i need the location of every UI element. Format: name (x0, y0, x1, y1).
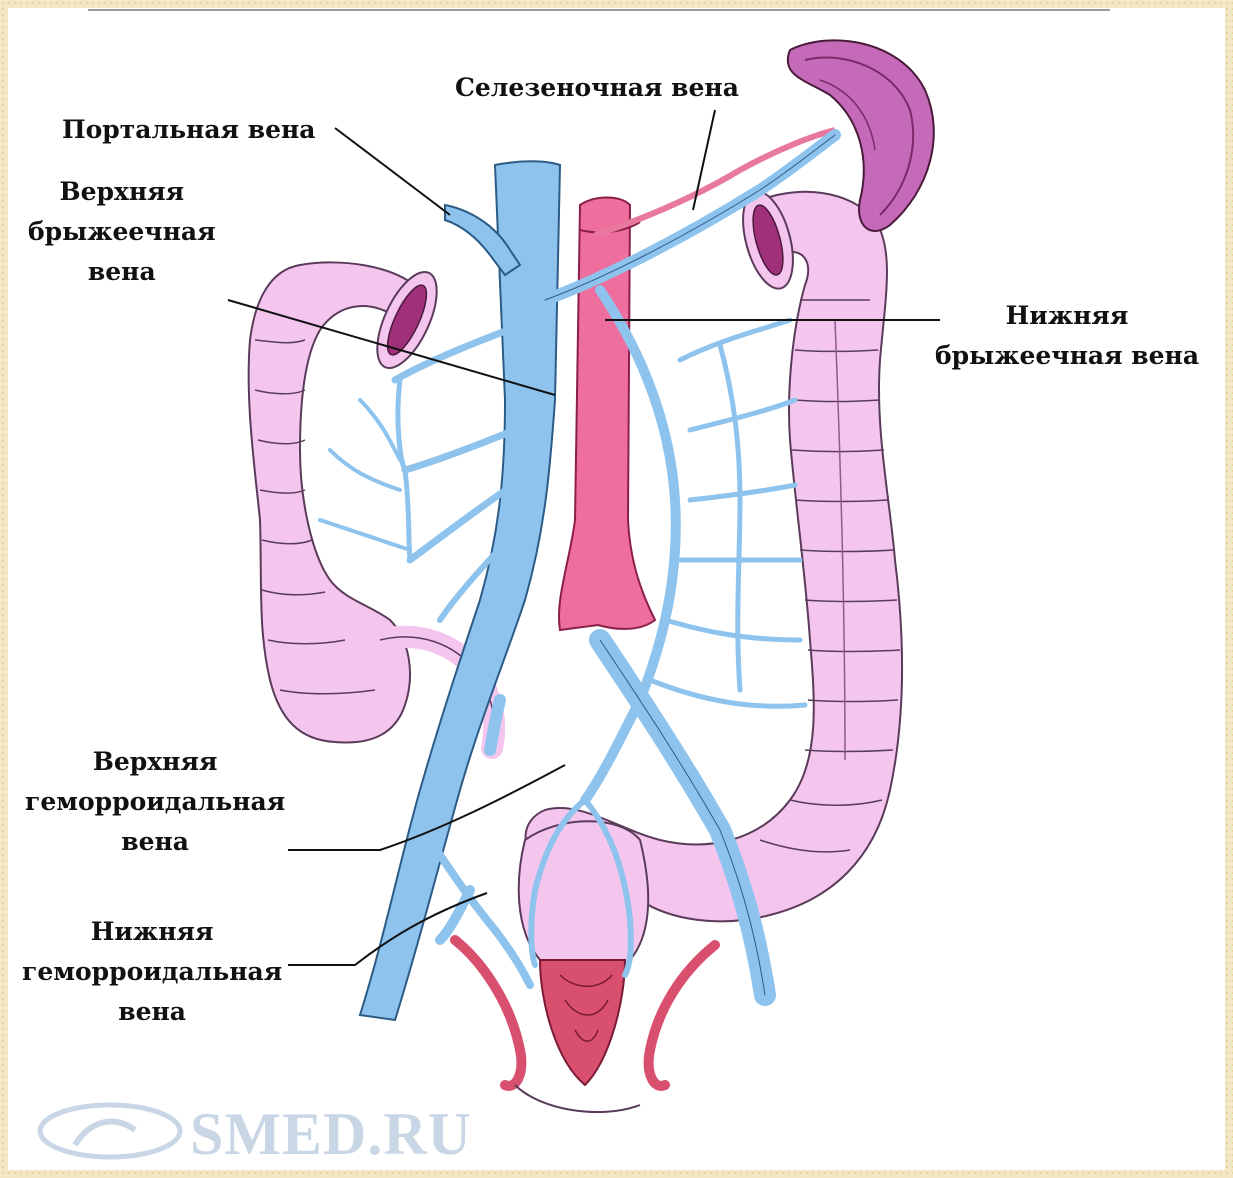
leader-portal (335, 128, 450, 215)
label-superior-hemorrhoidal-vein: Верхняя геморроидальная вена (25, 742, 285, 862)
leader-splenic (693, 110, 715, 210)
label-superior-mesenteric-vein: Верхняя брыжеечная вена (28, 172, 216, 292)
label-splenic-vein: Селезеночная вена (455, 68, 739, 108)
label-inferior-mesenteric-vein: Нижняя брыжеечная вена (935, 296, 1199, 376)
watermark-logo (35, 1100, 185, 1162)
watermark-text: SMED.RU (190, 1100, 472, 1169)
label-portal-vein: Портальная вена (62, 110, 316, 150)
label-inferior-hemorrhoidal-vein: Нижняя геморроидальная вена (22, 912, 282, 1032)
